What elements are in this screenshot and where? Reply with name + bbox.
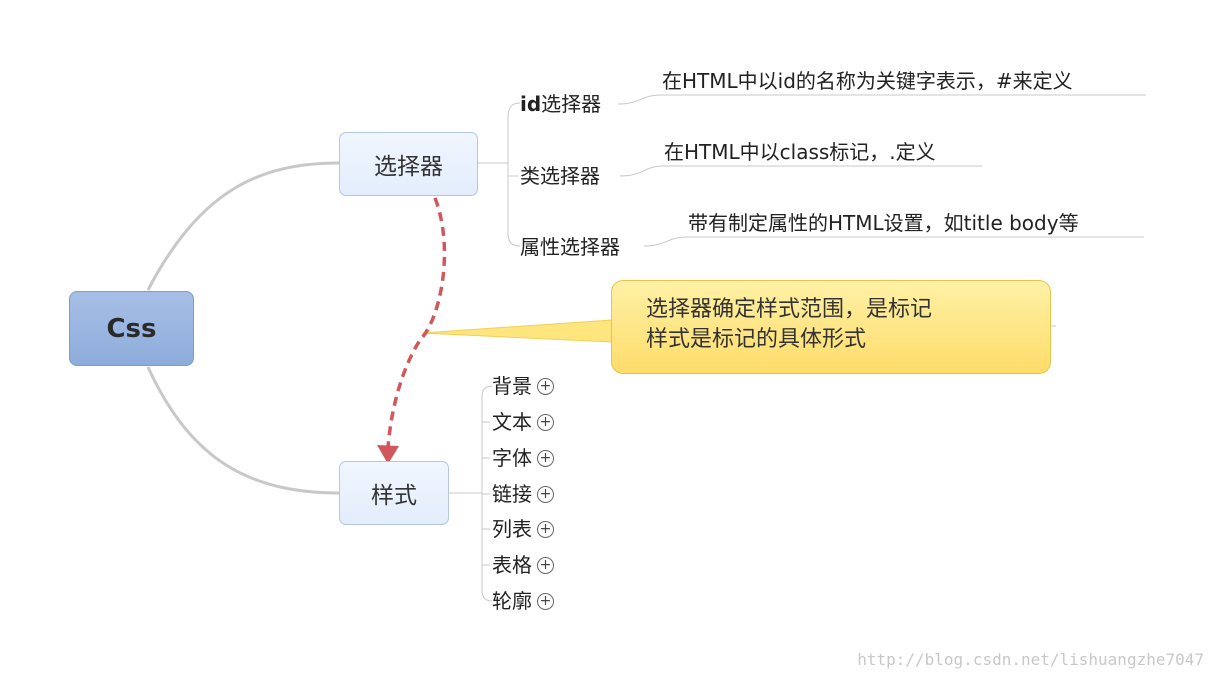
connector-class-desc [619, 165, 982, 177]
desc-attribute-selector-text: 带有制定属性的HTML设置，如title body等 [688, 211, 1079, 235]
expand-text-icon[interactable]: + [537, 413, 554, 431]
connector-attr-desc [643, 236, 1144, 247]
expand-list-icon[interactable]: + [537, 520, 554, 538]
relationship-arrowhead [377, 445, 399, 464]
connector-selector-bracket [478, 102, 521, 247]
desc-class-selector[interactable]: 在HTML中以class标记，.定义 [664, 140, 936, 164]
subtopic-font[interactable]: 字体 + [492, 446, 554, 470]
subtopic-table-label: 表格 [492, 553, 532, 577]
subtopic-background-label: 背景 [492, 374, 532, 398]
expand-table-icon[interactable]: + [537, 556, 554, 574]
desc-id-selector[interactable]: 在HTML中以id的名称为关键字表示，#来定义 [662, 69, 1073, 93]
root-topic-label: Css [106, 313, 157, 344]
subtopic-font-label: 字体 [492, 446, 532, 470]
relationship-arrow [386, 197, 447, 449]
connector-root-style [146, 366, 340, 495]
subtopic-text-label: 文本 [492, 410, 532, 434]
subtopic-class-selector[interactable]: 类选择器 [520, 164, 600, 188]
desc-class-selector-text: 在HTML中以class标记，.定义 [664, 140, 936, 164]
subtopic-list[interactable]: 列表 + [492, 517, 554, 541]
subtopic-text[interactable]: 文本 + [492, 410, 554, 434]
topic-selector-label: 选择器 [374, 154, 443, 180]
subtopic-class-selector-label: 类选择器 [520, 164, 600, 188]
subtopic-attribute-selector-label: 属性选择器 [520, 235, 620, 259]
subtopic-background[interactable]: 背景 + [492, 374, 554, 398]
subtopic-link[interactable]: 链接 + [492, 482, 554, 506]
subtopic-outline-label: 轮廓 [492, 589, 532, 613]
subtopic-id-selector-rest: 选择器 [541, 92, 602, 116]
root-topic[interactable]: Css [69, 291, 194, 366]
desc-id-selector-text: 在HTML中以id的名称为关键字表示，#来定义 [662, 69, 1073, 93]
subtopic-id-selector-bold: id [520, 92, 542, 116]
expand-background-icon[interactable]: + [537, 377, 554, 395]
watermark: http://blog.csdn.net/lishuangzhe7047 [857, 650, 1204, 669]
topic-style-label: 样式 [371, 483, 417, 509]
callout-line-1: 选择器确定样式范围，是标记 [646, 297, 933, 322]
subtopic-link-label: 链接 [492, 482, 532, 506]
subtopic-id-selector[interactable]: id选择器 [520, 92, 601, 116]
expand-outline-icon[interactable]: + [537, 592, 554, 610]
callout-line-2: 样式是标记的具体形式 [646, 327, 867, 352]
expand-font-icon[interactable]: + [537, 449, 554, 467]
callout-note[interactable]: 选择器确定样式范围，是标记 样式是标记的具体形式 [611, 280, 1051, 374]
connector-root-selector [146, 161, 340, 291]
topic-selector[interactable]: 选择器 [339, 132, 478, 196]
topic-style[interactable]: 样式 [339, 461, 449, 525]
subtopic-list-label: 列表 [492, 517, 532, 541]
subtopic-attribute-selector[interactable]: 属性选择器 [520, 235, 620, 259]
callout-pointer [421, 319, 613, 343]
connector-id-desc [617, 94, 1146, 105]
desc-attribute-selector[interactable]: 带有制定属性的HTML设置，如title body等 [688, 211, 1079, 235]
subtopic-outline[interactable]: 轮廓 + [492, 589, 554, 613]
subtopic-table[interactable]: 表格 + [492, 553, 554, 577]
expand-link-icon[interactable]: + [537, 485, 554, 503]
